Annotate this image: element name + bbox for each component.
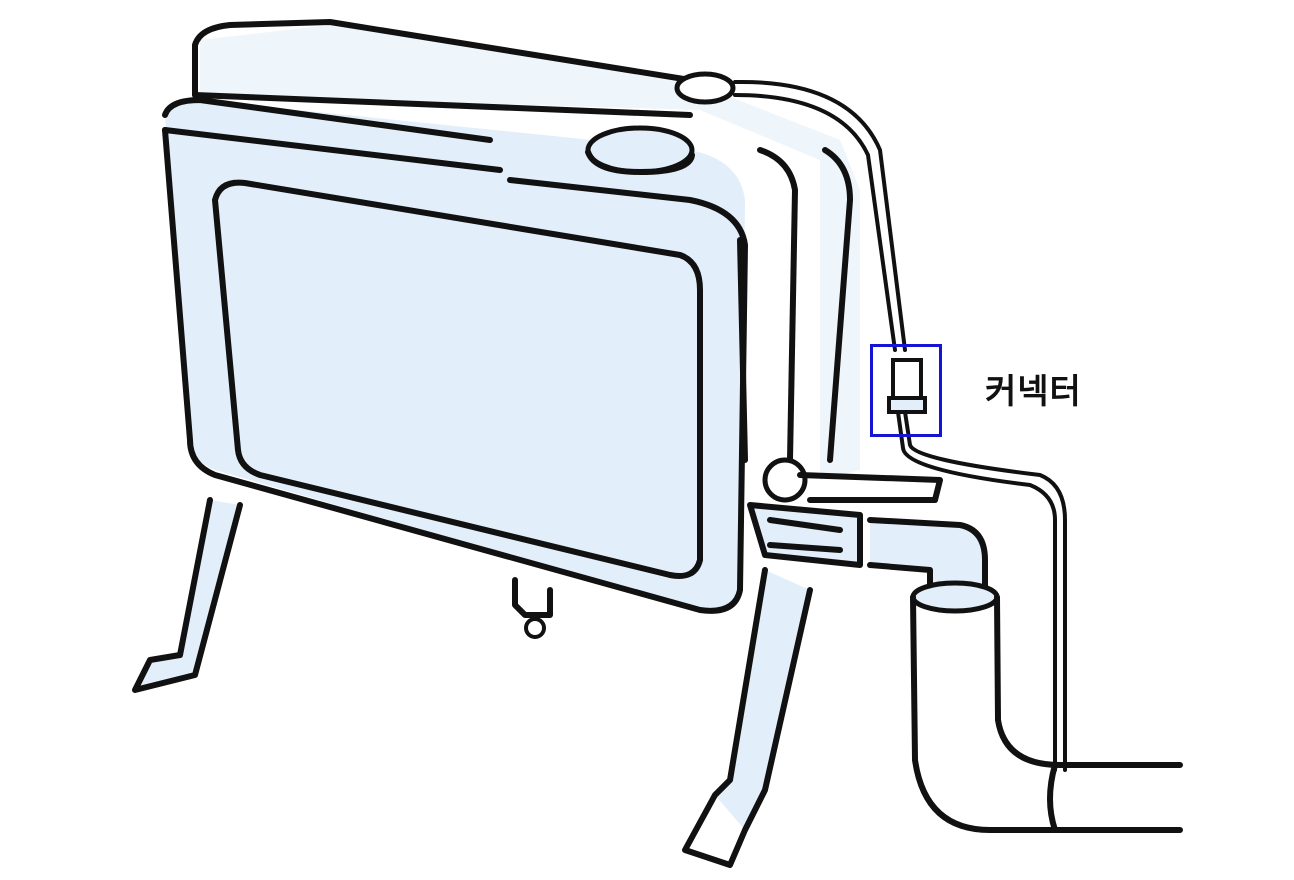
connector-callout-box bbox=[870, 344, 942, 437]
connector-label: 커넥터 bbox=[985, 372, 1082, 412]
